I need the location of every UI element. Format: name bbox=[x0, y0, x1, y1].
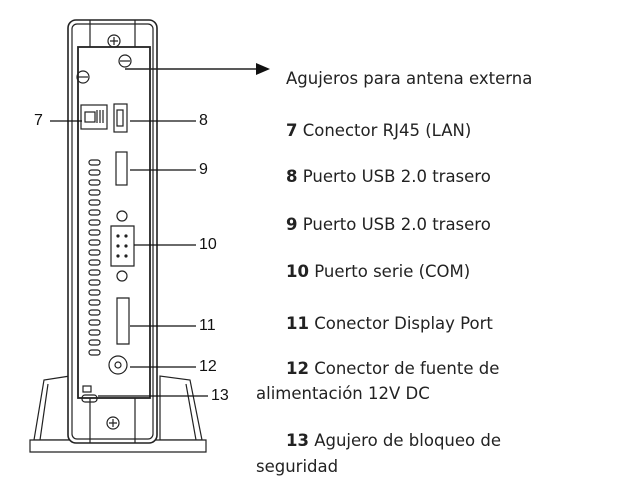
vent-slot bbox=[88, 299, 101, 306]
item-12-line2: alimentación 12V DC bbox=[256, 384, 430, 403]
item-13: 13 Agujero de bloqueo de bbox=[286, 431, 502, 450]
callout-12: 12 bbox=[199, 358, 217, 375]
vent-slot bbox=[88, 289, 101, 296]
usb-port-icon bbox=[113, 103, 128, 133]
security-lock-icon bbox=[81, 385, 98, 403]
item-13-line2: seguridad bbox=[256, 457, 339, 476]
vent-slot bbox=[88, 219, 101, 226]
item-12: 12 Conector de fuente de bbox=[286, 359, 500, 378]
vent-slot bbox=[88, 349, 101, 356]
rj45-port-icon bbox=[80, 104, 108, 130]
item-9: 9 Puerto USB 2.0 trasero bbox=[286, 215, 491, 234]
vent-slot bbox=[88, 339, 101, 346]
vent-slot bbox=[88, 249, 101, 256]
callout-8: 8 bbox=[199, 112, 208, 129]
usb-port-icon bbox=[115, 151, 128, 186]
vent-slot bbox=[88, 239, 101, 246]
arrow-icon bbox=[256, 63, 270, 75]
device-chassis bbox=[67, 19, 158, 444]
vent-slot bbox=[88, 259, 101, 266]
displayport-icon bbox=[116, 297, 130, 345]
vent-slot bbox=[88, 169, 101, 176]
item-10: 10 Puerto serie (COM) bbox=[286, 262, 471, 281]
vent-slot bbox=[88, 189, 101, 196]
antenna-hole-icon bbox=[76, 70, 90, 84]
vent-slot bbox=[88, 329, 101, 336]
antenna-hole-icon bbox=[118, 54, 132, 68]
vent-slot bbox=[88, 179, 101, 186]
vent-slot bbox=[88, 199, 101, 206]
item-8: 8 Puerto USB 2.0 trasero bbox=[286, 167, 491, 186]
callout-10: 10 bbox=[199, 236, 217, 253]
item-11: 11 Conector Display Port bbox=[286, 314, 493, 333]
vent-slot bbox=[88, 229, 101, 236]
vent-slot bbox=[88, 279, 101, 286]
power-jack-icon bbox=[108, 355, 128, 375]
vent-slot bbox=[88, 209, 101, 216]
screw-icon bbox=[106, 416, 120, 430]
callout-lines bbox=[50, 120, 208, 397]
item-7: 7 Conector RJ45 (LAN) bbox=[286, 121, 472, 140]
vent-slots bbox=[88, 159, 101, 356]
vent-slot bbox=[88, 269, 101, 276]
callout-13: 13 bbox=[211, 387, 229, 404]
antenna-label: Agujeros para antena externa bbox=[286, 69, 533, 88]
serial-port-icon bbox=[110, 210, 135, 282]
vent-slot bbox=[88, 309, 101, 316]
screw-icon bbox=[107, 34, 121, 48]
vent-slot bbox=[88, 319, 101, 326]
callout-11: 11 bbox=[199, 317, 216, 334]
callout-9: 9 bbox=[199, 161, 208, 178]
vent-slot bbox=[88, 159, 101, 166]
callout-7: 7 bbox=[34, 112, 43, 129]
